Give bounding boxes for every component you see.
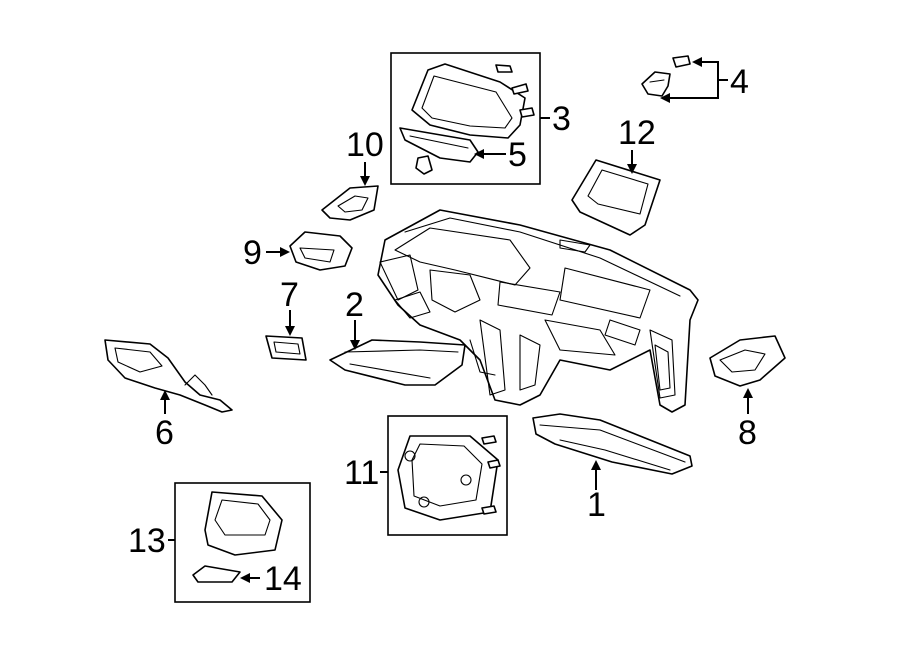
- part-8-side-vent: [709, 335, 786, 387]
- callout-labels: 1 2 3 4 5 6 7 8 9 10 11 12 13 14: [128, 63, 757, 598]
- callout-13: 13: [128, 522, 166, 560]
- part-7-vent: [265, 335, 307, 361]
- callout-6: 6: [155, 414, 174, 452]
- part-2-glove-box: [329, 339, 466, 386]
- part-4-clips: [641, 55, 691, 97]
- part-13-pocket-group: [174, 482, 311, 603]
- callout-8: 8: [738, 414, 757, 452]
- part-11-center-panel-group: [387, 415, 508, 536]
- callout-7: 7: [280, 276, 299, 314]
- callout-14: 14: [264, 560, 302, 598]
- callout-12: 12: [618, 114, 656, 152]
- callout-11: 11: [344, 454, 379, 492]
- part-12-hood: [571, 159, 661, 236]
- part-1-lower-duct: [532, 413, 693, 475]
- part-10-upper-vent: [321, 185, 379, 221]
- callout-2: 2: [345, 286, 364, 324]
- part-9-center-vent: [289, 231, 353, 271]
- callout-1: 1: [587, 486, 606, 524]
- part-3-meter-visor-group: [390, 52, 541, 185]
- callout-10: 10: [346, 126, 384, 164]
- dashboard-assembly: [377, 209, 699, 413]
- callout-9: 9: [243, 234, 262, 272]
- leader-lines: [160, 57, 753, 583]
- callout-4: 4: [730, 63, 749, 101]
- part-6-knee-bolster: [104, 339, 233, 413]
- callout-5: 5: [508, 136, 527, 174]
- callout-3: 3: [552, 100, 571, 138]
